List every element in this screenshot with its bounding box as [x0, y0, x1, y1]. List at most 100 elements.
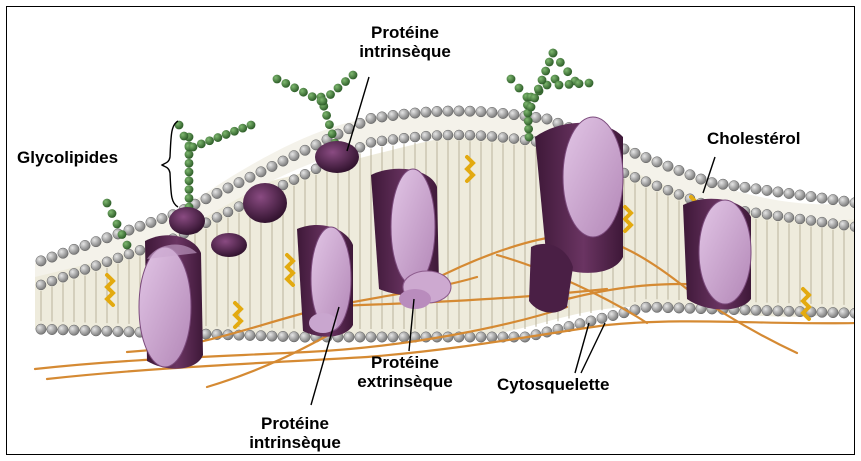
lipid-head [300, 145, 310, 155]
glycan-bead [290, 83, 299, 92]
label-cytosquelette-text: Cytosquelette [497, 375, 609, 394]
lipid-head [212, 188, 222, 198]
lipid-head [685, 170, 695, 180]
lipid-head [828, 307, 838, 317]
lipid-head [652, 302, 662, 312]
glycan-bead [341, 77, 350, 86]
lipid-head [696, 174, 706, 184]
glycan-bead [575, 79, 584, 88]
glycan-bead [507, 75, 516, 84]
label-bottom-intrinsic-protein-line2: intrinsèque [233, 433, 357, 452]
glycan-bead [308, 92, 317, 101]
lipid-head [47, 276, 57, 286]
lipid-head [773, 306, 783, 316]
lipid-head [773, 187, 783, 197]
lipid-head [795, 190, 805, 200]
lipid-head [476, 131, 486, 141]
lipid-head [388, 332, 398, 342]
glycan-bead [534, 85, 543, 94]
lipid-head [751, 184, 761, 194]
lipid-head [157, 213, 167, 223]
label-top-intrinsic-protein: Protéine intrinsèque [343, 23, 467, 61]
lipid-head [91, 236, 101, 246]
lipid-head [454, 106, 464, 116]
glycan-bead [585, 79, 594, 88]
glycan-bead [185, 176, 194, 185]
lipid-head [465, 106, 475, 116]
lipid-head [377, 136, 387, 146]
lipid-head [234, 202, 244, 212]
lipid-head [586, 316, 596, 326]
lipid-head [487, 107, 497, 117]
lipid-head [806, 191, 816, 201]
lipid-head [784, 212, 794, 222]
lipid-head [487, 332, 497, 342]
glycan-bead [185, 150, 194, 159]
glycan-bead [555, 81, 564, 90]
lipid-head [476, 332, 486, 342]
lipid-head [113, 253, 123, 263]
lipid-head [58, 248, 68, 258]
lipid-head [608, 310, 618, 320]
lipid-head [47, 324, 57, 334]
lipid-head [487, 131, 497, 141]
lipid-head [663, 161, 673, 171]
lipid-head [663, 302, 673, 312]
lipid-head [278, 156, 288, 166]
lipid-head [443, 106, 453, 116]
glycan-bead [322, 111, 331, 120]
lipid-head [366, 113, 376, 123]
lipid-head [278, 331, 288, 341]
lipid-head [652, 181, 662, 191]
glycan-bead [213, 133, 222, 142]
glycan-bead [273, 75, 282, 84]
label-top-intrinsic-protein-line1: Protéine [343, 23, 467, 42]
lipid-head [135, 245, 145, 255]
lipid-head [751, 305, 761, 315]
glycan-bead [530, 94, 539, 103]
lipid-head [465, 130, 475, 140]
lipid-head [80, 240, 90, 250]
intrinsic-protein-right [683, 199, 751, 310]
lipid-head [674, 303, 684, 313]
glycan-bead [545, 58, 554, 67]
lipid-head [36, 280, 46, 290]
lipid-head [377, 332, 387, 342]
lipid-head [289, 332, 299, 342]
glycan-bead [222, 130, 231, 139]
lipid-head [399, 133, 409, 143]
glycan-bead [524, 125, 533, 134]
lipid-head [839, 196, 849, 206]
diagram-frame: Protéine intrinsèque Glycolipides Choles… [6, 6, 855, 455]
intrinsic-protein-left [139, 235, 203, 368]
lipid-head [234, 177, 244, 187]
glycan-bead [565, 80, 574, 89]
glycan-bead [108, 209, 117, 218]
lipid-head [498, 108, 508, 118]
lipid-head [300, 332, 310, 342]
glycan-bead [230, 127, 239, 136]
lipid-head [58, 272, 68, 282]
lipid-head [740, 182, 750, 192]
lipid-head [223, 183, 233, 193]
glycan-bead [123, 241, 132, 250]
label-top-intrinsic-protein-line2: intrinsèque [343, 42, 467, 61]
lipid-head [795, 214, 805, 224]
lipid-head [443, 130, 453, 140]
lipid-head [256, 167, 266, 177]
label-cytosquelette: Cytosquelette [497, 375, 609, 394]
intrinsic-protein-center [297, 225, 353, 337]
lipid-head [542, 114, 552, 124]
lipid-head [69, 244, 79, 254]
glycan-bead [185, 168, 194, 177]
glycan-bead [180, 132, 189, 141]
glycan-bead [238, 124, 247, 133]
glycan-bead [185, 194, 194, 203]
glycan-bead [205, 136, 214, 145]
lipid-head [421, 131, 431, 141]
lipid-head [80, 265, 90, 275]
lipid-head [410, 108, 420, 118]
lipid-head [388, 134, 398, 144]
glycan-bead [326, 90, 335, 99]
label-cholesterol-text: Cholestérol [707, 129, 801, 148]
